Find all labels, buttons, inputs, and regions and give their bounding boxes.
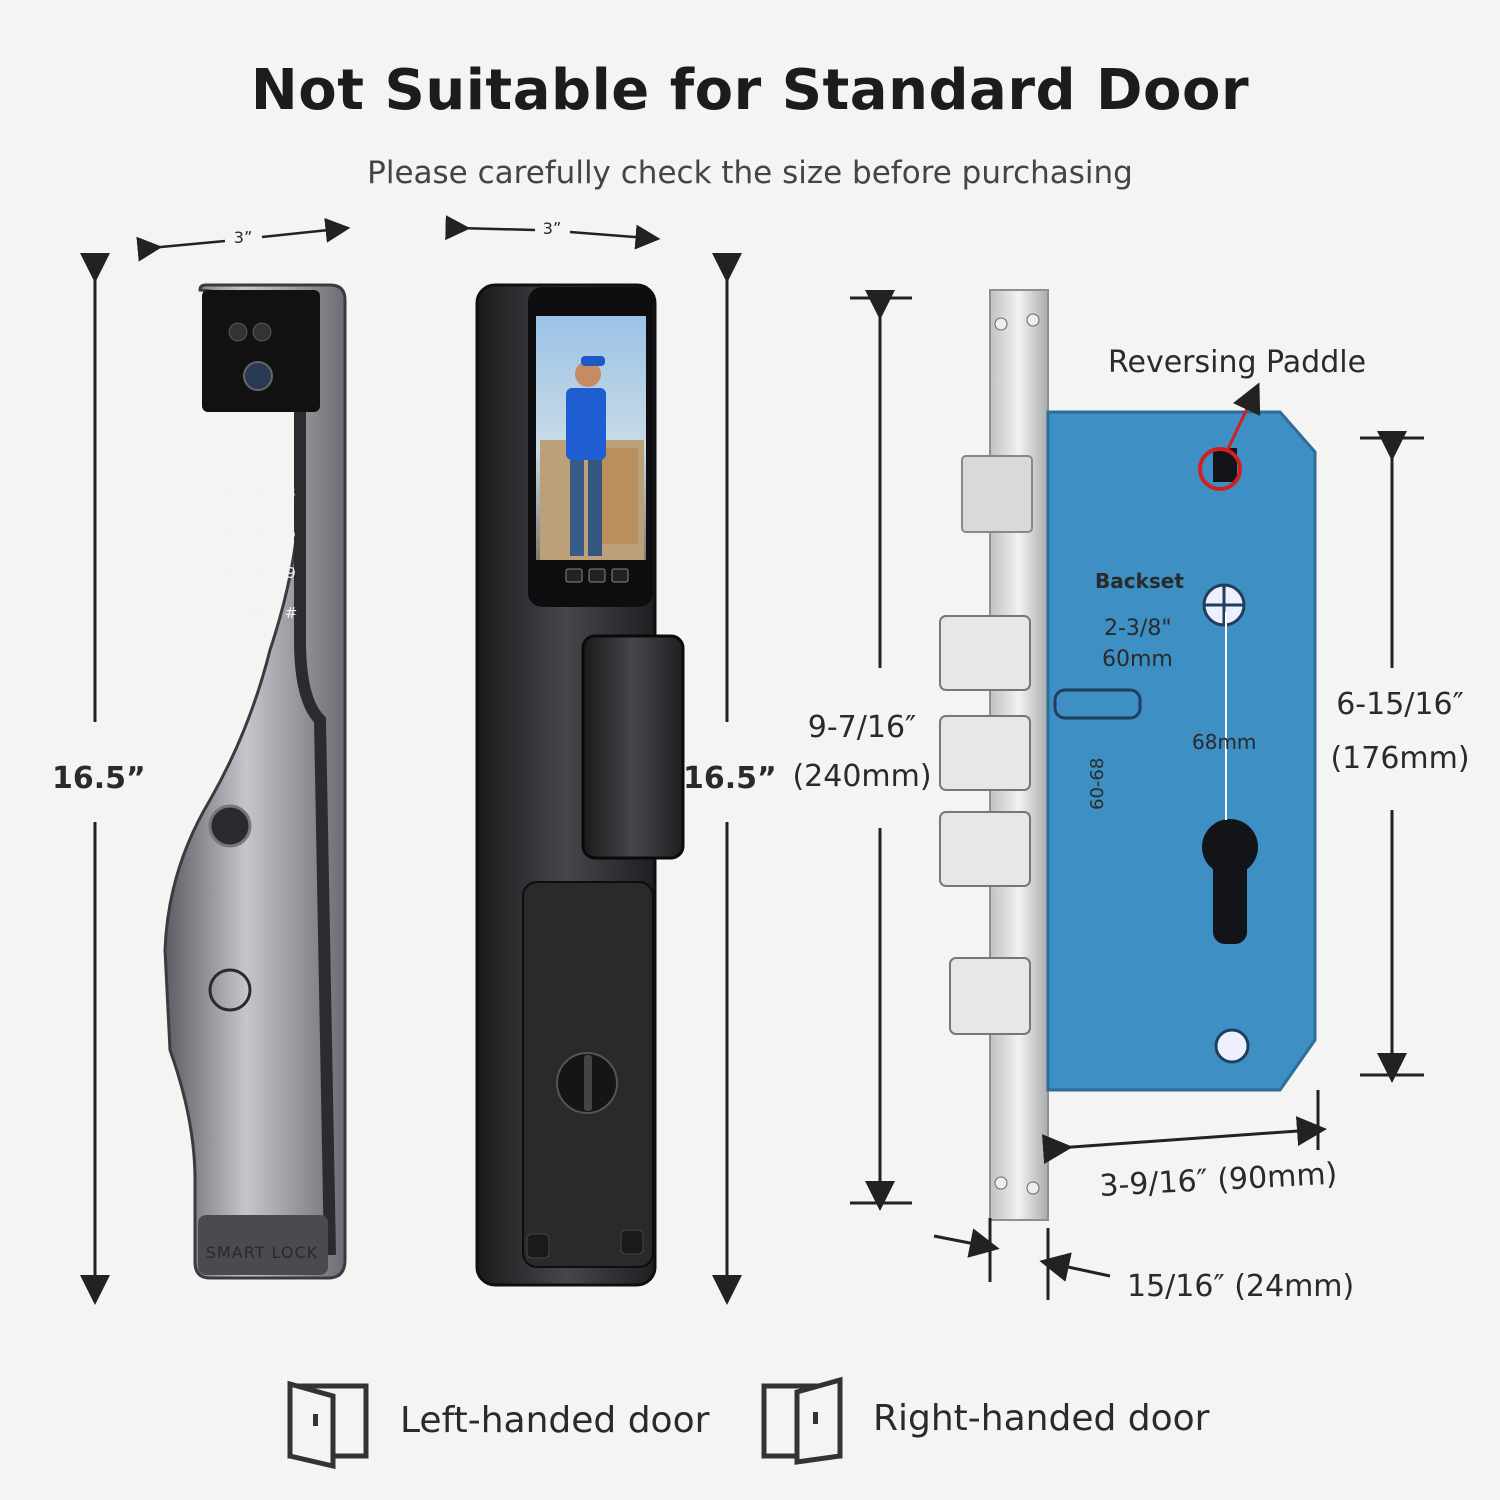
keypad-key: # xyxy=(285,604,298,622)
keypad-key: 6 xyxy=(286,524,296,542)
keypad-key: * xyxy=(221,604,229,622)
depth-arrow xyxy=(1041,1116,1327,1165)
keypad-key: 8 xyxy=(253,564,263,582)
faceplate-arrow-right xyxy=(1039,1252,1111,1282)
case-height-inch: 6-15/16″ xyxy=(1336,687,1464,722)
width-arrow-left xyxy=(136,236,226,262)
keypad-key: 7 xyxy=(220,564,230,582)
faceplate-arrow-left xyxy=(933,1228,1000,1258)
mortise-height-mm: (240mm) xyxy=(792,759,931,794)
left-door-icon xyxy=(287,1380,369,1470)
right-door-label: Right-handed door xyxy=(873,1398,1210,1439)
lock-front-panel xyxy=(163,283,347,1280)
keypad-key: 3 xyxy=(286,484,296,502)
faceplate-label: 15/16″ (24mm) xyxy=(1127,1269,1354,1304)
back-width-arrow-left xyxy=(445,215,536,241)
back-width-label: 3ˮ xyxy=(543,219,561,238)
page-subtitle: Please carefully check the size before p… xyxy=(367,155,1133,191)
keypad: 1 2 3 4 5 6 7 8 9 * 0 # xyxy=(220,484,297,622)
front-height-label: 16.5ˮ xyxy=(52,761,146,796)
case-height-mm: (176mm) xyxy=(1330,741,1469,776)
backset-inch: 2-3/8" xyxy=(1104,616,1171,641)
mortise-height-inch: 9-7/16″ xyxy=(808,710,917,745)
lock-back-panel xyxy=(475,283,685,1287)
right-door-icon xyxy=(761,1376,843,1465)
backset-mm: 60mm xyxy=(1102,647,1173,672)
keypad-key: 1 xyxy=(220,484,230,502)
keypad-key: 4 xyxy=(220,524,230,542)
depth-label: 3-9/16″ (90mm) xyxy=(1099,1157,1339,1204)
mortise-lock-body xyxy=(939,289,1317,1221)
brand-stamp: SMART LOCK xyxy=(206,1243,318,1262)
front-width-label: 3ˮ xyxy=(234,228,252,247)
back-width-arrow-right xyxy=(569,224,661,250)
keypad-key: 9 xyxy=(286,564,296,582)
lock-case xyxy=(1046,410,1317,1092)
keypad-key: 5 xyxy=(253,524,263,542)
keypad-key: 0 xyxy=(253,604,263,622)
case-stamp: 60-68 xyxy=(1087,758,1108,810)
back-height-label: 16.5ˮ xyxy=(683,761,777,796)
keypad-key: 2 xyxy=(253,484,263,502)
paddle-pointer xyxy=(1226,382,1261,450)
left-door-label: Left-handed door xyxy=(400,1400,710,1441)
reversing-paddle-label: Reversing Paddle xyxy=(1108,345,1366,380)
width-arrow-right xyxy=(261,217,351,243)
reversing-paddle-marker xyxy=(1198,447,1242,491)
center-distance: 68mm xyxy=(1192,730,1256,754)
backset-label: Backset xyxy=(1095,569,1184,593)
page-title: Not Suitable for Standard Door xyxy=(250,58,1250,123)
